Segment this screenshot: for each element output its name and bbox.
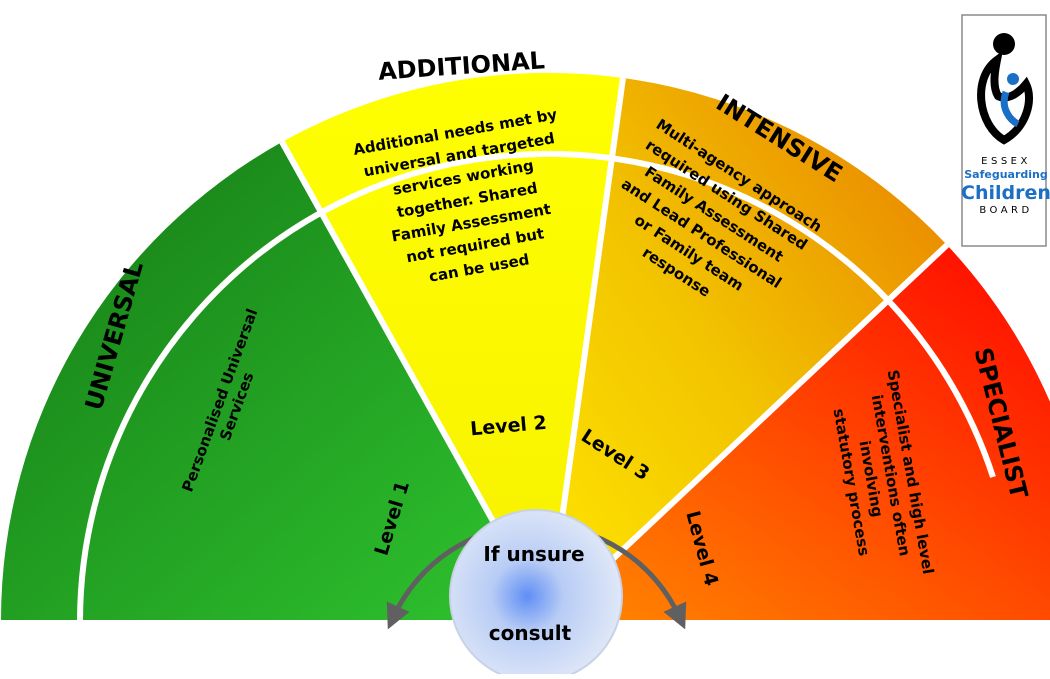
additional-sector [282,72,623,621]
parent-child-logo-icon [977,33,1033,145]
logo-middle-text: Safeguarding [964,168,1048,181]
universal-sector [0,142,548,620]
consult-line-2: consult [489,621,572,645]
additional-description: Additional needs met byuniversal and tar… [352,105,583,295]
logo-main-text: Children [961,182,1050,204]
specialist-sector [548,245,1050,620]
logo-bottom-text: BOARD [979,205,1032,216]
consult-circle [449,509,623,679]
consult-line-1: If unsure [483,542,584,566]
intensive-sector [548,78,947,620]
logo-top-text: ESSEX [981,156,1031,167]
essex-safeguarding-logo: ESSEX Safeguarding Children BOARD [961,14,1050,247]
